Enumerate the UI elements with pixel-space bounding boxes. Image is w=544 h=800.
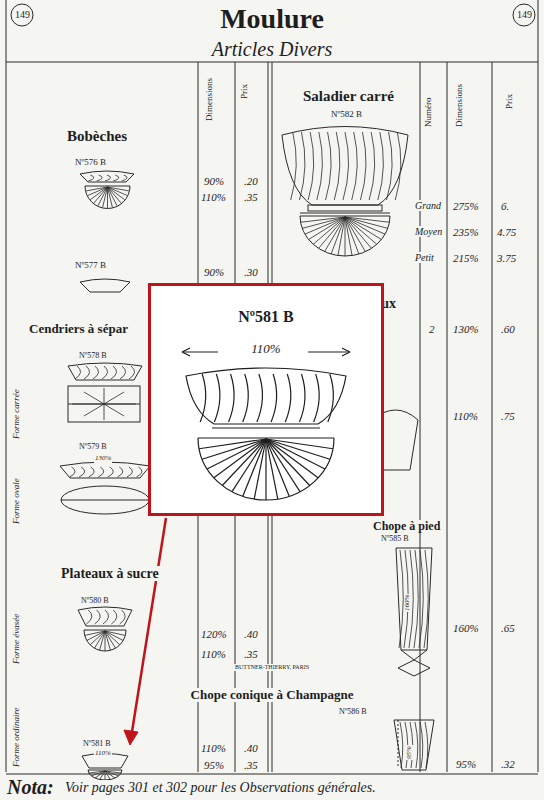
- catalog-text: Nº585 B: [380, 535, 410, 544]
- catalog-text: 215%: [452, 252, 480, 264]
- catalog-text: 6.: [500, 200, 510, 212]
- catalog-text: Moyen: [414, 226, 443, 237]
- rotated-label: Forme ordinaire: [12, 706, 22, 768]
- heading: Plateaux à sucre: [60, 566, 160, 581]
- catalog-text: 160%: [452, 622, 480, 634]
- catalog-text: .35: [243, 759, 259, 771]
- catalog-text: 90%: [203, 266, 225, 278]
- catalog-text: 275%: [452, 200, 480, 212]
- catalog-text: 149: [14, 9, 31, 20]
- catalog-text: Nº580 B: [80, 597, 110, 606]
- catalog-text: Nº579 B: [78, 443, 108, 452]
- heading: Saladier carré: [302, 88, 395, 105]
- catalog-text: Petit: [414, 252, 435, 263]
- catalog-text: 110%: [94, 750, 112, 758]
- catalog-text: 4.75: [496, 226, 517, 238]
- dimension: 110%: [151, 342, 381, 356]
- catalog-text: 90%: [203, 175, 225, 187]
- zoom-inset: Nº581 B 110%: [148, 283, 384, 516]
- catalog-text: Nº582 B: [330, 110, 363, 120]
- catalog-text: .40: [243, 628, 259, 640]
- heading: Moulure: [219, 4, 325, 35]
- catalog-text: 110%: [200, 191, 227, 203]
- catalog-text: 120%: [200, 628, 228, 640]
- rotated-label: 160%: [404, 594, 412, 612]
- catalog-text: Nº578 B: [78, 352, 108, 361]
- catalog-text: BUTTNER-THIERRY, PARIS: [234, 664, 310, 671]
- catalog-text: 130%: [452, 323, 480, 335]
- catalog-text: 95%: [203, 759, 225, 771]
- rotated-label: 95%: [406, 745, 414, 760]
- heading: Chope à pied: [372, 520, 441, 533]
- catalog-text: 3.75: [496, 252, 517, 264]
- rotated-label: Prix: [240, 83, 250, 100]
- rotated-label: Numéro: [424, 97, 434, 129]
- rotated-label: Forme carrée: [12, 388, 22, 440]
- catalog-text: .35: [243, 648, 259, 660]
- catalog-text: .30: [243, 266, 259, 278]
- rotated-label: Forme évasée: [12, 613, 22, 665]
- rotated-label: Dimensions: [455, 83, 465, 128]
- item-number: Nº581 B: [151, 308, 381, 326]
- rotated-label: Dimensions: [205, 77, 215, 122]
- catalog-text: 110%: [452, 410, 479, 422]
- catalog-text: 235%: [452, 226, 480, 238]
- catalog-text: .60: [500, 323, 516, 335]
- heading: Nota:: [6, 776, 55, 798]
- catalog-text: Nº581 B: [82, 740, 112, 749]
- catalog-text: 149: [516, 9, 533, 20]
- catalog-text: 110%: [200, 648, 227, 660]
- catalog-text: .32: [500, 758, 516, 770]
- catalog-text: .65: [500, 622, 516, 634]
- catalog-text: .40: [243, 742, 259, 754]
- heading: Cendriers à sépar: [28, 322, 129, 336]
- catalog-text: Nº576 B: [74, 158, 107, 168]
- catalog-text: Articles Divers: [211, 38, 334, 60]
- catalog-text: Nº577 B: [74, 261, 107, 271]
- catalog-text: 2: [428, 323, 436, 335]
- heading: Chope conique à Champagne: [190, 688, 355, 702]
- rotated-label: Prix: [505, 93, 515, 110]
- catalog-text: .35: [243, 191, 259, 203]
- catalog-text: Grand: [414, 200, 442, 211]
- catalog-text: Nº586 B: [338, 708, 368, 717]
- catalog-text: 110%: [200, 742, 227, 754]
- heading: Bobèches: [66, 128, 128, 145]
- catalog-text: Voir pages 301 et 302 pour les Observati…: [64, 780, 377, 795]
- catalog-text: 95%: [455, 758, 477, 770]
- catalog-text: .75: [500, 410, 516, 422]
- rotated-label: Forme ovale: [12, 477, 22, 525]
- catalog-text: .20: [243, 175, 259, 187]
- catalog-text: 130%: [94, 455, 112, 463]
